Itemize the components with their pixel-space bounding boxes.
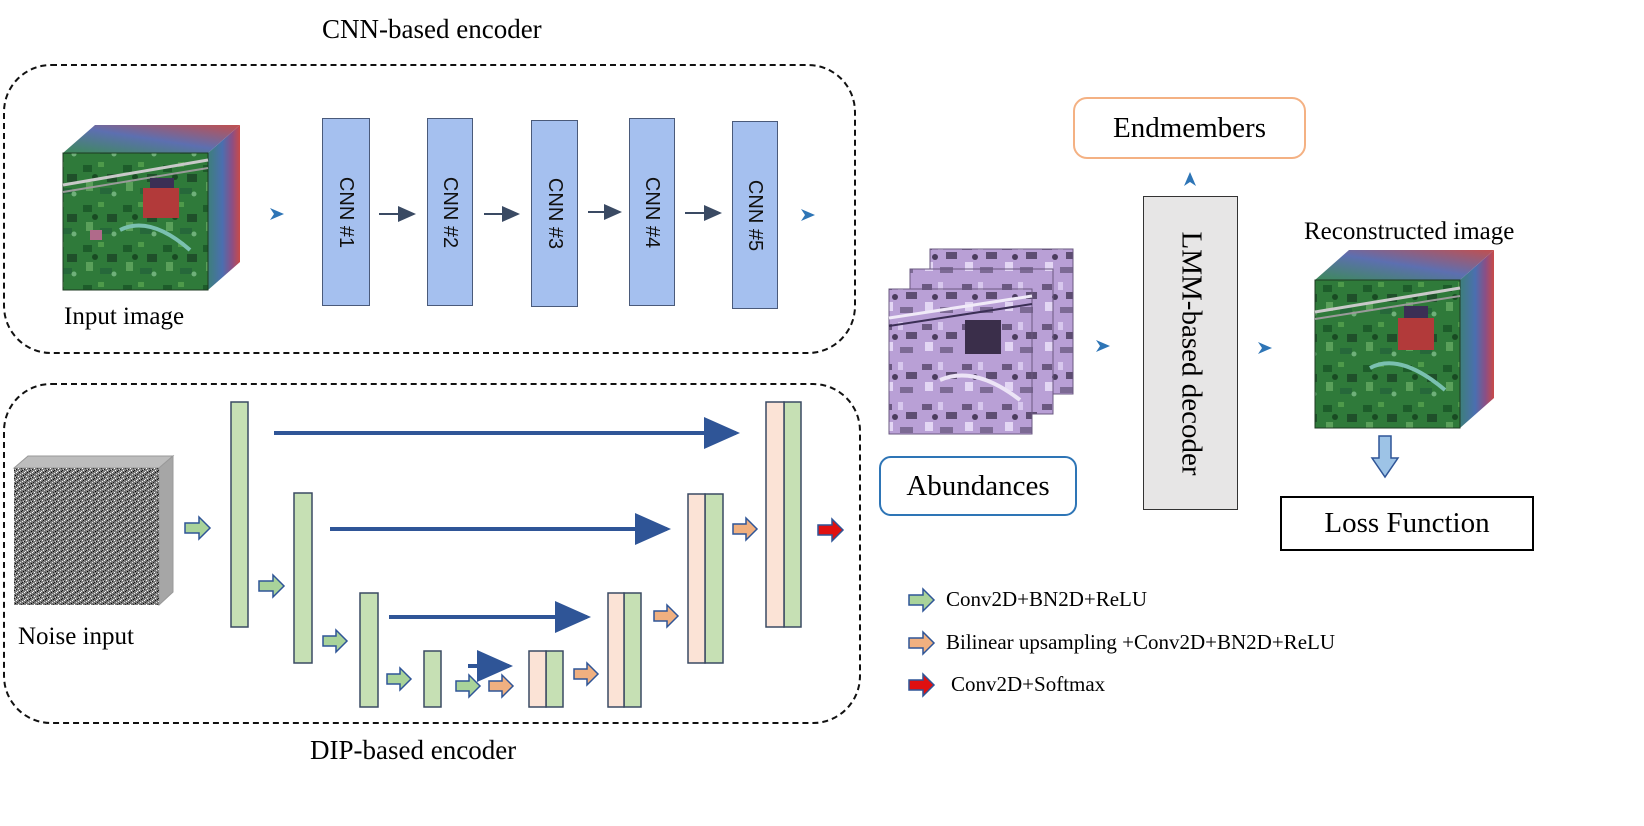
legend-text-softmax: Conv2D+Softmax [951, 672, 1106, 696]
reconstructed-image-cube [1314, 250, 1494, 429]
loss-function-box: Loss Function [1280, 496, 1534, 551]
lmm-decoder-block: LMM-based decoder [1143, 196, 1238, 510]
noise-input-label: Noise input [18, 623, 134, 650]
cnn-block-3: CNN #3 [531, 120, 578, 307]
cnn-block-4: CNN #4 [629, 118, 675, 306]
skip-connections [274, 417, 740, 682]
cnn-block-5: CNN #5 [732, 121, 778, 309]
noise-input-cube [12, 454, 175, 607]
upsample-arrows [488, 516, 936, 699]
cnn-arrows [379, 204, 722, 222]
endmembers-box: Endmembers [1073, 97, 1306, 159]
down-arrow-loss [1370, 435, 1400, 479]
legend-text-upsampling: Bilinear upsampling +Conv2D+BN2D+ReLU [946, 630, 1336, 654]
dip-green-blocks [230, 401, 802, 708]
dip-pink-blocks [528, 401, 785, 708]
cnn-encoder-boundary [3, 64, 856, 354]
cnn-block-1: CNN #1 [322, 118, 370, 306]
cnn-encoder-title: CNN-based encoder [322, 14, 542, 44]
softmax-arrows [817, 517, 936, 698]
legend-text-conv: Conv2D+BN2D+ReLU [946, 587, 1148, 611]
input-image-label: Input image [64, 303, 185, 330]
cnn-block-2: CNN #2 [427, 118, 473, 306]
conv-arrows [184, 515, 936, 699]
abundance-maps [888, 248, 1074, 435]
chevron-arrows [270, 172, 1272, 354]
reconstructed-image-label: Reconstructed image [1304, 218, 1515, 245]
dip-encoder-title: DIP-based encoder [310, 735, 517, 765]
dip-encoder-boundary [3, 383, 861, 724]
abundances-box: Abundances [879, 456, 1077, 516]
